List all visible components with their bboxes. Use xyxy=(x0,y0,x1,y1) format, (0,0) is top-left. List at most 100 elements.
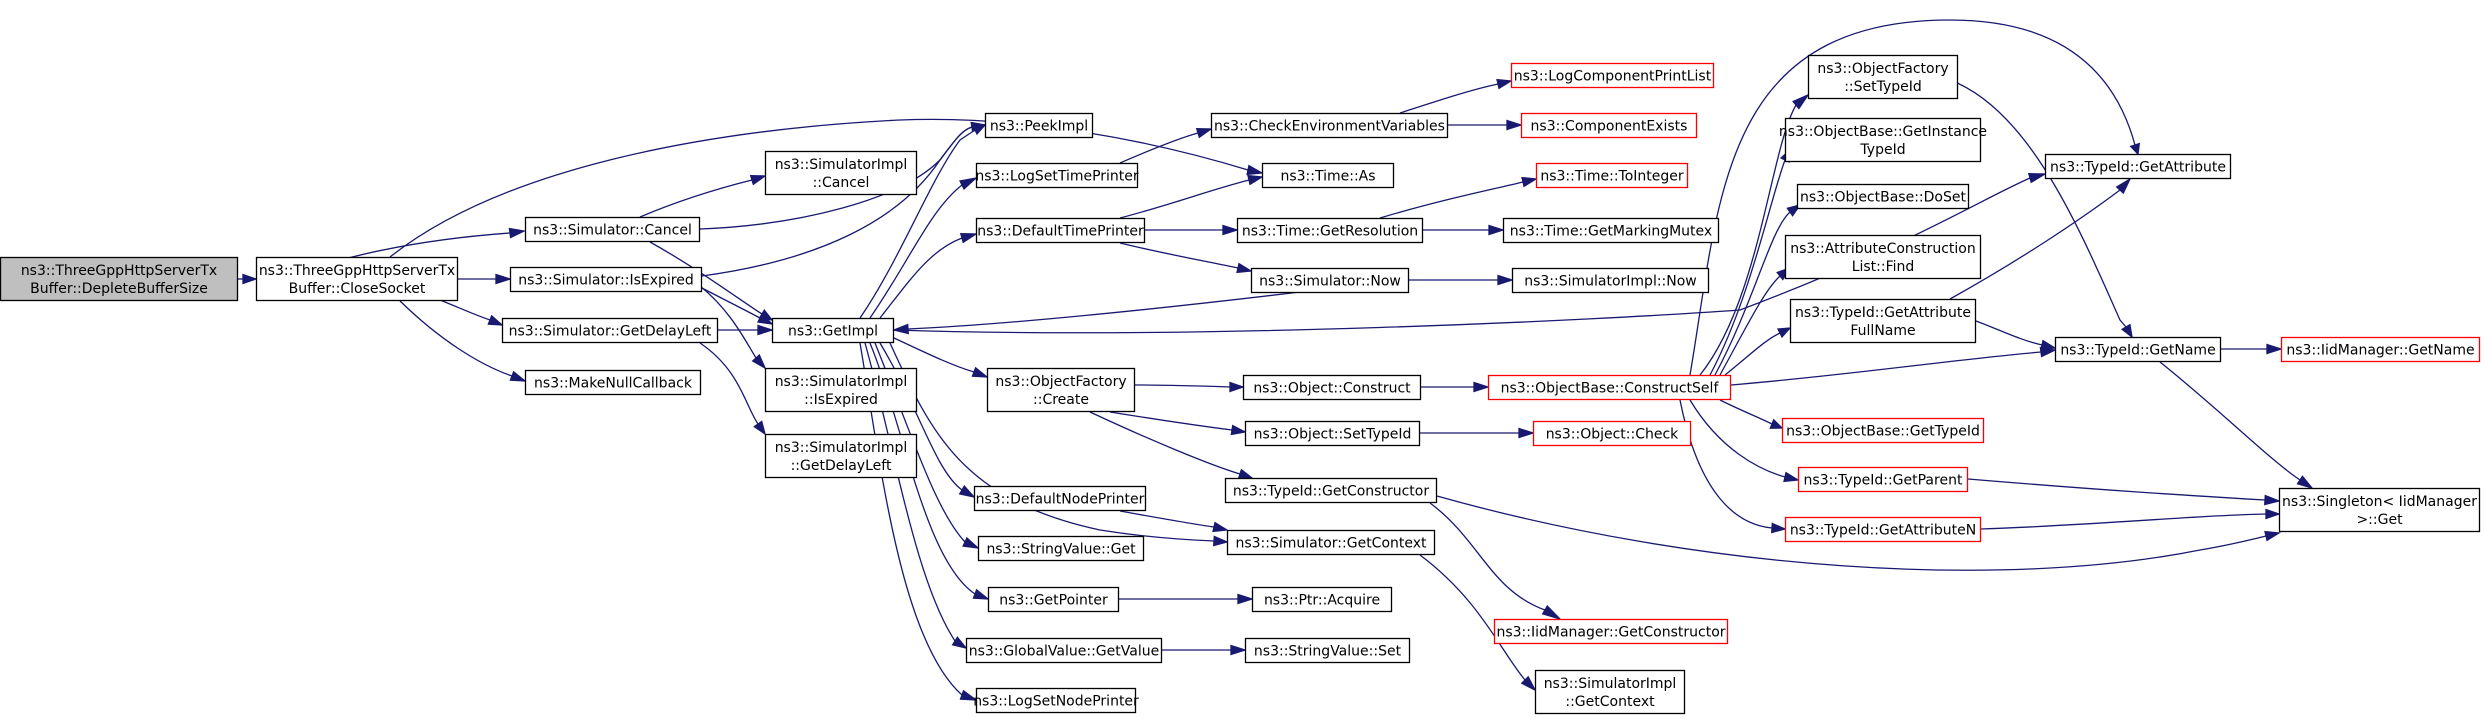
node-logSetTimePrinter[interactable]: ns3::LogSetTimePrinter xyxy=(975,162,1139,189)
node-stringValueSet[interactable]: ns3::StringValue::Set xyxy=(1244,637,1411,664)
node-checkEnvVars[interactable]: ns3::CheckEnvironmentVariables xyxy=(1210,112,1449,139)
node-iidGetConstructor[interactable]: ns3::IidManager::GetConstructor xyxy=(1493,618,1729,645)
edge-typeIdGetParent-to-singletonGet xyxy=(1967,478,2282,506)
node-simImplIsExpired[interactable]: ns3::SimulatorImpl::IsExpired xyxy=(764,367,918,413)
node-timeToInteger[interactable]: ns3::Time::ToInteger xyxy=(1535,162,1689,189)
edge-arrowhead xyxy=(1229,381,1245,393)
node-closeSocket[interactable]: ns3::ThreeGppHttpServerTxBuffer::CloseSo… xyxy=(255,256,459,302)
node-label: ::Create xyxy=(1033,392,1089,408)
node-label: ns3::GetImpl xyxy=(788,324,878,340)
edge-line xyxy=(1436,495,2267,571)
node-typeIdGetParent[interactable]: ns3::TypeId::GetParent xyxy=(1797,466,1969,493)
node-objectCheck[interactable]: ns3::Object::Check xyxy=(1532,420,1692,447)
node-objFactorySetTypeId[interactable]: ns3::ObjectFactory::SetTypeId xyxy=(1807,54,1959,100)
node-simGetContext[interactable]: ns3::Simulator::GetContext xyxy=(1226,529,1436,556)
node-box xyxy=(2278,487,2481,533)
node-globalValueGetValue[interactable]: ns3::GlobalValue::GetValue xyxy=(965,637,1163,664)
edge-line xyxy=(1089,411,1241,475)
node-timeGetResolution[interactable]: ns3::Time::GetResolution xyxy=(1236,217,1424,244)
node-label: ::SetTypeId xyxy=(1844,79,1922,95)
edge-closeSocket-to-makeNullCallback xyxy=(399,300,527,382)
node-root[interactable]: ns3::ThreeGppHttpServerTxBuffer::Deplete… xyxy=(0,256,239,302)
node-label: ns3::TypeId::GetAttribute xyxy=(2050,160,2226,176)
edge-line xyxy=(1719,275,1781,376)
node-simImplGetContext[interactable]: ns3::SimulatorImpl::GetContext xyxy=(1534,669,1686,715)
node-objBaseGetTypeId[interactable]: ns3::ObjectBase::GetTypeId xyxy=(1781,417,1985,444)
node-peekImpl[interactable]: ns3::PeekImpl xyxy=(984,112,1094,139)
node-label: ns3::StringValue::Get xyxy=(986,542,1136,558)
edge-logSetTimePrinter-to-checkEnvVars xyxy=(1119,128,1213,164)
edge-line xyxy=(701,287,761,319)
node-label: ns3::GlobalValue::GetValue xyxy=(969,644,1159,660)
node-timeAs[interactable]: ns3::Time::As xyxy=(1261,162,1395,189)
node-logComponentPrintList[interactable]: ns3::LogComponentPrintList xyxy=(1510,62,1715,89)
edge-line xyxy=(1109,411,1233,431)
node-box xyxy=(2054,336,2222,363)
node-singletonGet[interactable]: ns3::Singleton< IidManager>::Get xyxy=(2278,487,2481,533)
node-simIsExpired[interactable]: ns3::Simulator::IsExpired xyxy=(509,266,703,293)
edge-arrowhead xyxy=(1237,593,1255,605)
node-box xyxy=(2044,153,2232,180)
node-label: ns3::ObjectFactory xyxy=(995,374,1126,390)
edge-arrowhead xyxy=(487,314,504,326)
node-defaultNodePrinter[interactable]: ns3::DefaultNodePrinter xyxy=(973,485,1147,512)
node-componentExists[interactable]: ns3::ComponentExists xyxy=(1520,112,1698,139)
node-typeIdGetName[interactable]: ns3::TypeId::GetName xyxy=(2054,336,2222,363)
edge-typeIdGetConstructor-to-singletonGet xyxy=(1436,495,2281,571)
edge-arrowhead xyxy=(1518,427,1536,439)
node-simCancel[interactable]: ns3::Simulator::Cancel xyxy=(524,216,701,243)
edge-arrowhead xyxy=(1786,203,1802,217)
edge-line xyxy=(1730,351,2042,386)
node-box xyxy=(255,256,459,302)
node-objFactoryCreate[interactable]: ns3::ObjectFactory::Create xyxy=(986,367,1136,413)
node-simGetDelayLeft[interactable]: ns3::Simulator::GetDelayLeft xyxy=(501,317,719,344)
node-box xyxy=(764,150,918,196)
edge-getImpl-to-simGetContext xyxy=(889,342,1229,547)
node-box xyxy=(1251,586,1393,613)
node-box xyxy=(1534,669,1686,715)
edge-line xyxy=(2159,361,2301,481)
node-objectConstruct[interactable]: ns3::Object::Construct xyxy=(1242,374,1422,401)
node-getPointer[interactable]: ns3::GetPointer xyxy=(987,586,1120,613)
node-typeIdGetAttribute[interactable]: ns3::TypeId::GetAttribute xyxy=(2044,153,2232,180)
edge-simGetContext-to-simImplGetContext xyxy=(1419,554,1537,692)
node-label: ns3::GetPointer xyxy=(999,593,1108,609)
edge-typeIdGetName-to-singletonGet xyxy=(2159,361,2314,490)
edge-defaultTimePrinter-to-timeAs xyxy=(1119,174,1264,219)
node-typeIdGetConstructor[interactable]: ns3::TypeId::GetConstructor xyxy=(1224,477,1438,504)
node-typeIdGetAttributeN[interactable]: ns3::TypeId::GetAttributeN xyxy=(1784,516,1982,543)
edge-arrowhead xyxy=(959,689,979,701)
node-simImplCancel[interactable]: ns3::SimulatorImpl::Cancel xyxy=(764,150,918,196)
node-simImplGetDelayLeft[interactable]: ns3::SimulatorImpl::GetDelayLeft xyxy=(764,433,918,479)
edge-arrowhead xyxy=(962,536,980,549)
node-simNow[interactable]: ns3::Simulator::Now xyxy=(1250,267,1410,294)
node-objectSetTypeId[interactable]: ns3::Object::SetTypeId xyxy=(1244,420,1421,447)
node-label: ns3::DefaultNodePrinter xyxy=(976,492,1145,508)
node-label: ns3::Singleton< IidManager xyxy=(2282,494,2477,510)
node-box xyxy=(1493,618,1729,645)
node-getImpl[interactable]: ns3::GetImpl xyxy=(771,317,895,344)
node-defaultTimePrinter[interactable]: ns3::DefaultTimePrinter xyxy=(975,217,1146,244)
node-stringValueGet[interactable]: ns3::StringValue::Get xyxy=(977,535,1145,562)
node-logSetNodePrinter[interactable]: ns3::LogSetNodePrinter xyxy=(973,687,1139,714)
node-box xyxy=(771,317,895,344)
node-box xyxy=(1535,162,1689,189)
node-label: ns3::SimulatorImpl xyxy=(775,374,908,390)
edge-line xyxy=(1119,132,1199,164)
edge-timeGetResolution-to-timeToInteger xyxy=(1379,176,1538,219)
node-iidGetName[interactable]: ns3::IidManager::GetName xyxy=(2280,336,2481,363)
node-objBaseConstructSelf[interactable]: ns3::ObjectBase::ConstructSelf xyxy=(1487,374,1732,401)
node-timeGetMarkingMutex[interactable]: ns3::Time::GetMarkingMutex xyxy=(1502,217,1720,244)
edge-simGetDelayLeft-to-getImpl xyxy=(718,324,775,336)
node-simImplNow[interactable]: ns3::SimulatorImpl::Now xyxy=(1511,267,1710,294)
node-makeNullCallback[interactable]: ns3::MakeNullCallback xyxy=(524,369,702,396)
node-objBaseDoSet[interactable]: ns3::ObjectBase::DoSet xyxy=(1796,183,1970,210)
node-box xyxy=(524,216,701,243)
node-ptrAcquire[interactable]: ns3::Ptr::Acquire xyxy=(1251,586,1393,613)
node-box xyxy=(1242,374,1422,401)
edge-typeIdGetAttributeN-to-singletonGet xyxy=(1980,508,2281,530)
